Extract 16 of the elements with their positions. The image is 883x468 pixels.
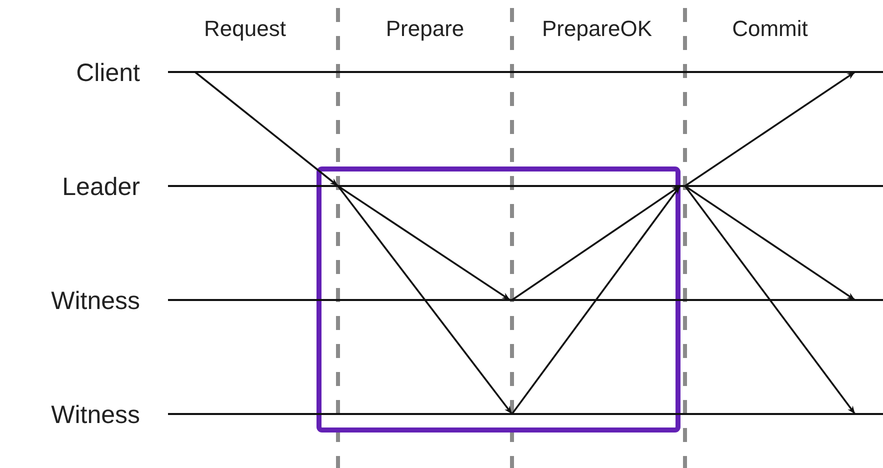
message-arrow xyxy=(512,185,680,301)
participant-label: Witness xyxy=(51,287,140,316)
message-arrow xyxy=(684,185,856,415)
message-arrow xyxy=(684,185,856,301)
phase-label: Request xyxy=(204,16,286,42)
phase-label: PrepareOK xyxy=(542,16,652,42)
phase-label: Commit xyxy=(732,16,808,42)
message-arrow xyxy=(684,71,856,187)
message-arrow xyxy=(511,185,681,415)
participant-label: Leader xyxy=(62,173,140,202)
participant-label: Client xyxy=(76,59,140,88)
participant-label: Witness xyxy=(51,401,140,430)
message-arrow xyxy=(338,185,510,301)
message-arrow xyxy=(194,71,339,187)
phase-label: Prepare xyxy=(386,16,464,42)
message-arrow xyxy=(337,185,513,415)
